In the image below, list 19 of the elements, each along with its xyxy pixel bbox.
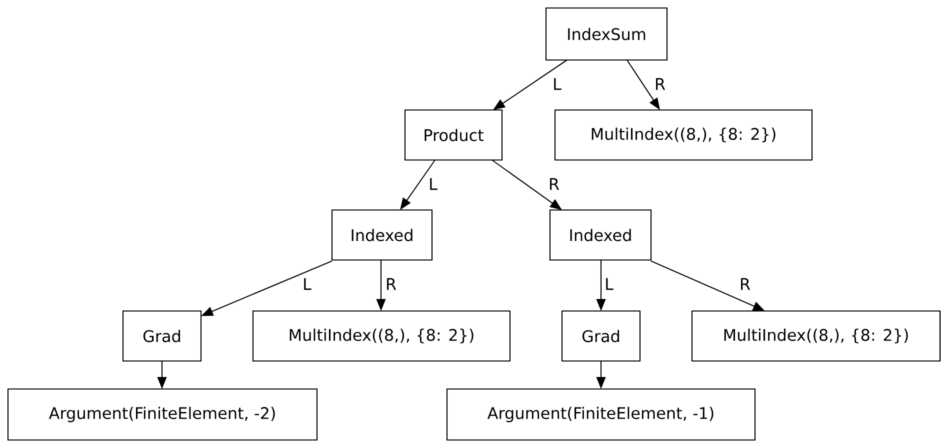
edge-label: R: [653, 76, 667, 92]
tree-node-box: Argument(FiniteElement, -2): [7, 388, 318, 441]
tree-node-box: Product: [404, 109, 503, 161]
tree-node-box: Grad: [122, 310, 202, 362]
tree-node-box: MultiIndex((8,), {8: 2}): [252, 310, 511, 362]
edge-label: L: [301, 276, 313, 292]
tree-node-box: Indexed: [549, 209, 652, 261]
edge-label: R: [384, 276, 398, 292]
tree-node-box: IndexSum: [545, 7, 668, 61]
tree-node-box: Indexed: [331, 209, 433, 261]
tree-node-box: MultiIndex((8,), {8: 2}): [691, 310, 941, 362]
edge-label: R: [547, 176, 561, 192]
edge-label: R: [738, 276, 752, 292]
tree-node-box: Grad: [561, 310, 641, 362]
tree-node-box: MultiIndex((8,), {8: 2}): [554, 109, 813, 161]
tree-node-box: Argument(FiniteElement, -1): [446, 388, 756, 441]
edge-label: L: [427, 176, 439, 192]
edge-label: L: [603, 276, 615, 292]
edge-label: L: [551, 76, 563, 92]
